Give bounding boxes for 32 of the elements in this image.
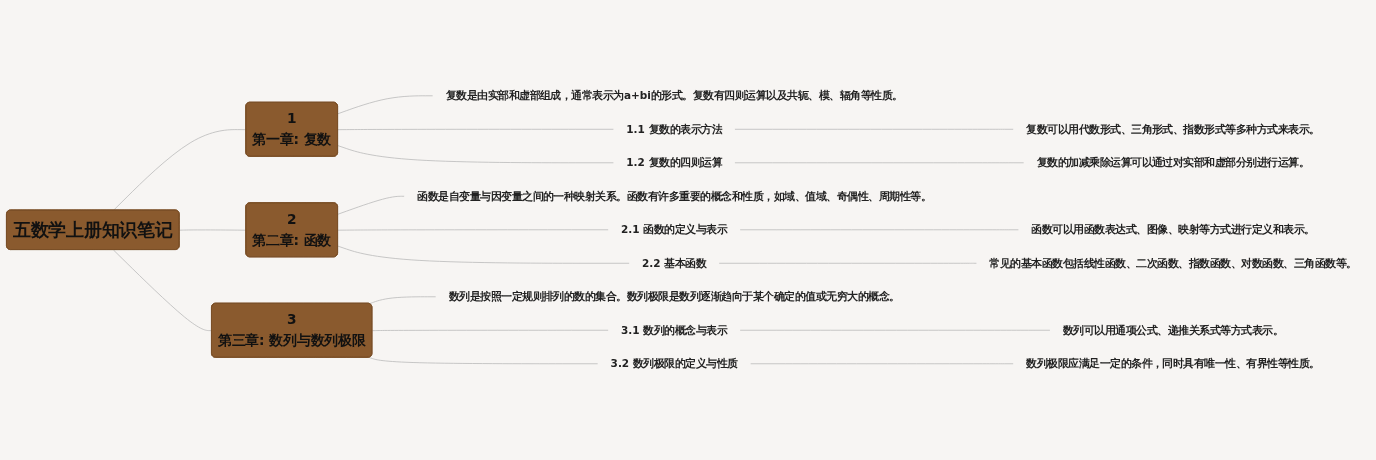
node-text: 1.1 复数的表示方法 [626,123,723,136]
node-text: 数列可以用通项公式、递推关系式等方式表示。 [1062,324,1284,337]
node-text: 数列极限应满足一定的条件，同时具有唯一性、有界性等性质。 [1026,357,1320,370]
node-text: 3.2 数列极限的定义与性质 [610,357,738,370]
connector [734,162,1025,164]
node-text: 3.1 数列的概念与表示 [621,324,728,337]
node-text: 复数的加减乘除运算可以通过对实部和虚部分别进行运算。 [1036,156,1310,169]
connector [734,129,1014,130]
connector [750,363,1014,365]
node-text: 函数可以用函数表达式、图像、映射等方式进行定义和表示。 [1031,223,1315,236]
node-text: 复数是由实部和虚部组成，通常表示为a+bi的形式。复数有四则运算以及共轭、模、辐角等性质。 [445,89,903,102]
connector [368,357,599,365]
connector [337,145,614,164]
connector [337,129,614,131]
node-text: 常见的基本函数包括线性函数、二次函数、指数函数、对数函数、三角函数等。 [989,257,1357,270]
connector [337,196,405,215]
node-text: 函数是自变量与因变量之间的一种映射关系。函数有许多重要的概念和性质，如域、值域、奇偶性、周期性等。 [417,190,932,203]
connector [337,245,630,264]
connector [337,95,434,115]
node-text: 2.1 函数的定义与表示 [621,223,728,236]
connector [739,330,1051,331]
connector [368,296,437,305]
connector [113,249,213,332]
connector [739,229,1019,231]
connector [113,129,247,212]
node-text: 数列是按照一定规则排列的数的集合。数列极限是数列逐渐趋向于某个确定的值或无穷大的概念。 [448,290,900,303]
connector [337,229,609,231]
node-text: 1.2 复数的四则运算 [626,156,723,169]
connector [718,263,977,264]
connector [371,330,609,332]
node-text: 复数可以用代数形式、三角形式、指数形式等多种方式来表示。 [1026,123,1320,136]
node-text: 2.2 基本函数 [642,257,707,270]
